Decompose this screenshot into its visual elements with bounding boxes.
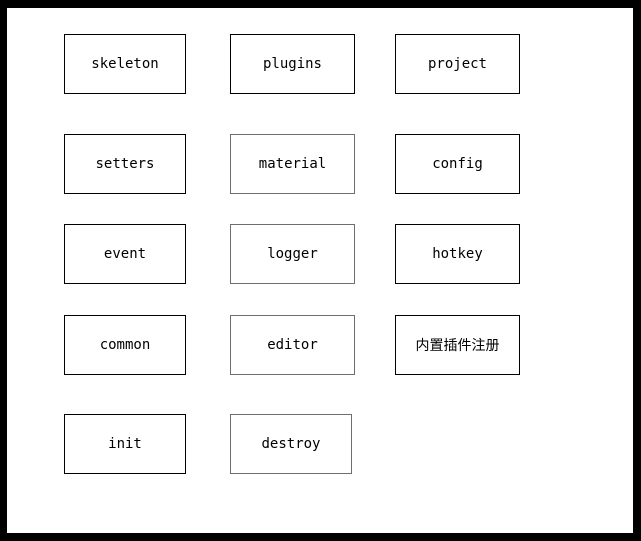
node-logger: logger <box>230 224 355 284</box>
node-skeleton: skeleton <box>64 34 186 94</box>
node-init: init <box>64 414 186 474</box>
node-editor: editor <box>230 315 355 375</box>
node-plugins: plugins <box>230 34 355 94</box>
node-event: event <box>64 224 186 284</box>
node-builtin-plugin-register: 内置插件注册 <box>395 315 520 375</box>
node-hotkey: hotkey <box>395 224 520 284</box>
node-destroy: destroy <box>230 414 352 474</box>
node-project: project <box>395 34 520 94</box>
node-config: config <box>395 134 520 194</box>
node-material: material <box>230 134 355 194</box>
node-setters: setters <box>64 134 186 194</box>
node-common: common <box>64 315 186 375</box>
